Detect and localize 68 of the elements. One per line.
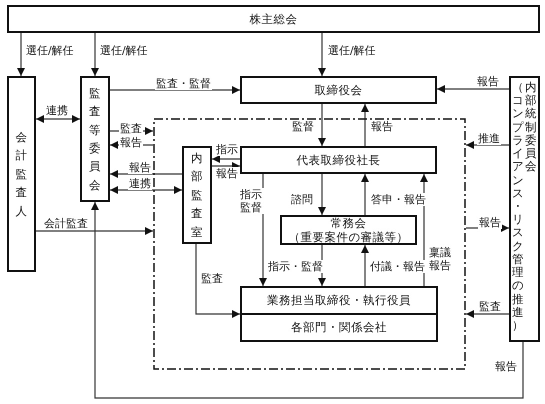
edge-label: 報告 [494,360,518,374]
arrow [36,227,153,235]
arrow [318,174,326,215]
box-title: 会計監査人 [15,129,28,220]
arrow [466,141,509,149]
edge-label: 監査 [200,272,224,286]
arrow [437,85,509,93]
box-title: （コンプライアンス・リスク管理の推進） [512,81,524,332]
arrow [466,310,509,318]
box [80,76,110,202]
edge-label: 指示 [215,143,239,156]
arrow [195,244,240,318]
box [280,215,417,245]
box-title: 常務会 [330,216,366,230]
box-subtitle: （重要案件の審議等） [288,230,408,244]
arrow [361,245,369,286]
box-title: 株主総会 [250,12,298,26]
box [7,76,36,272]
edge-label: 報告 [478,216,502,230]
arrow [17,33,25,76]
box [7,5,540,33]
edge-label: 答申・報告 [370,193,427,206]
arrow [318,33,326,76]
edge-label: 指示・監督 [267,260,324,274]
arrow [318,104,326,146]
edge-label: 選任/解任 [99,44,149,58]
arrow [212,155,240,163]
edge-label: 報告 [128,161,152,174]
edge-label: 監督 [291,120,315,134]
edge-label: 報告 [215,167,239,180]
edge-label: 監査 [478,300,502,314]
box-title: 業務担当取締役・執行役員 [267,293,411,308]
edge-label: 推進 [477,132,501,146]
box-subtitle: 内部統制委員会 [524,81,538,174]
box-title: 取締役会 [314,82,362,98]
arrow [212,162,240,170]
box [240,313,438,342]
box [509,76,540,342]
edge-label: 諮問 [290,193,314,206]
edge-label: 指示監督 [239,188,266,214]
box [240,146,437,174]
edge-label: 監査 [119,122,143,136]
box-title: 代表取締役社長 [296,152,380,168]
edge-label: 報告 [370,120,394,134]
arrow [110,170,182,178]
box [182,146,212,244]
edge-label: 選任/解任 [327,44,377,58]
arrow [91,33,99,76]
box-title: 監査等委員会 [88,84,102,194]
box-title: 内部監査室 [190,150,204,241]
edge-label: 監査・監督 [155,77,212,90]
arrow [466,224,509,232]
box [240,286,438,315]
edge-label: 報告 [119,136,143,150]
edge-label: 選任/解任 [25,44,75,58]
edge-label: 会計監査 [43,217,89,230]
edge-label: 報告 [476,75,500,88]
arrow [361,174,369,215]
arrow [36,115,80,123]
arrow [91,202,524,399]
box-title: 各部門・関係会社 [291,320,387,335]
arrow [110,86,240,94]
arrow [361,104,369,146]
edge-label: 付議・報告 [369,260,426,274]
edge-label: 連携 [128,177,152,190]
arrow [110,186,182,194]
box [240,76,437,104]
edge-label: 連携 [45,104,69,118]
